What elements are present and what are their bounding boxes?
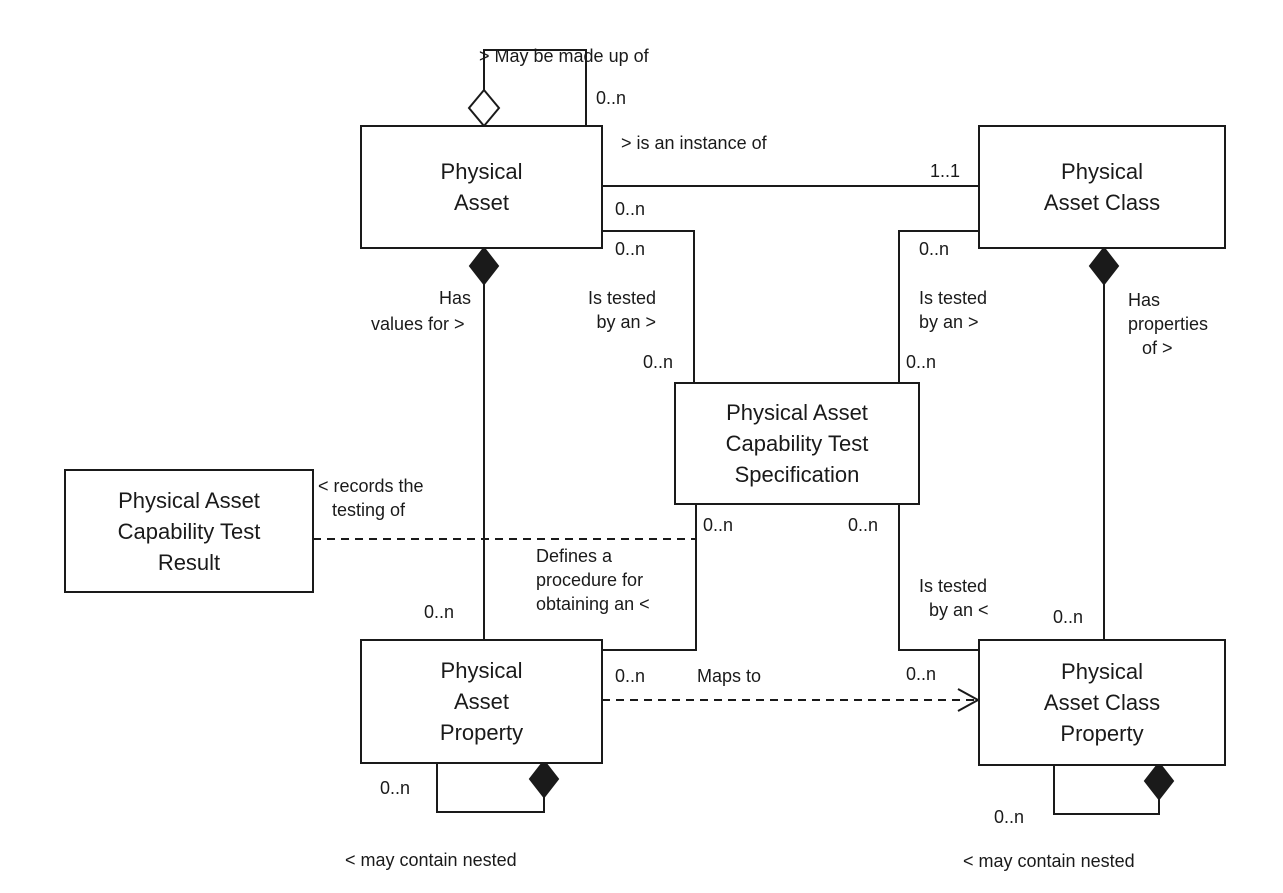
test-result-box[interactable]: Physical Asset Capability Test Result bbox=[64, 469, 314, 593]
instance-of-label: > is an instance of bbox=[621, 133, 767, 153]
class-test-upper-multiplicity: 0..n bbox=[919, 239, 950, 259]
asset-property-nested-label: < may contain nested bbox=[345, 850, 517, 870]
physical-asset-class-box[interactable]: Physical Asset Class bbox=[978, 125, 1226, 249]
has-properties-of-filled-diamond bbox=[1088, 246, 1120, 286]
asset-tested-by-label: Is tested by an > bbox=[588, 286, 656, 334]
physical-asset-property-name-line-2: Asset bbox=[453, 689, 510, 714]
asset-property-nested-multiplicity: 0..n bbox=[380, 778, 411, 798]
has-values-for-line-1: Has bbox=[438, 288, 471, 308]
asset-test-upper-multiplicity: 0..n bbox=[615, 239, 646, 259]
physical-asset-property-name-line-3: Property bbox=[439, 720, 524, 745]
asset-tested-by-connector bbox=[602, 230, 695, 383]
physical-asset-class-property-name-line-1: Physical bbox=[1061, 659, 1143, 684]
test-result-name-line-1: Physical Asset bbox=[118, 487, 260, 513]
asset-property-nested-filled-diamond bbox=[528, 759, 560, 799]
class-property-nested-multiplicity: 0..n bbox=[994, 807, 1025, 827]
class-property-tested-by-label: Is tested by an < bbox=[919, 574, 989, 622]
class-property-multiplicity: 0..n bbox=[1053, 607, 1084, 627]
asset-property-nested-connector bbox=[436, 763, 545, 813]
physical-asset-name-line-2: Asset bbox=[453, 190, 510, 215]
physical-asset-class-property-name-line-2: Asset Class bbox=[1043, 690, 1161, 715]
has-properties-of-line-3: of > bbox=[1142, 338, 1173, 358]
defines-procedure-line-1: Defines a bbox=[536, 546, 613, 566]
has-values-for-label-line-2: values for > bbox=[371, 314, 465, 334]
physical-asset-class-name-line-2: Asset Class bbox=[1043, 190, 1161, 215]
test-specification-name-line-3: Specification bbox=[734, 462, 860, 487]
asset-tested-by-line-1: Is tested bbox=[588, 288, 657, 308]
made-up-of-multiplicity: 0..n bbox=[596, 88, 627, 108]
test-result-name-line-2: Capability Test bbox=[117, 518, 261, 544]
made-up-of-connector bbox=[483, 49, 587, 126]
has-properties-of-line-2: properties bbox=[1128, 314, 1209, 334]
class-property-tested-by-connector bbox=[898, 504, 979, 651]
defines-procedure-connector bbox=[602, 504, 697, 651]
physical-asset-property-box[interactable]: Physical Asset Property bbox=[360, 639, 603, 764]
physical-asset-box[interactable]: Physical Asset bbox=[360, 125, 603, 249]
made-up-of-label: > May be made up of bbox=[479, 46, 649, 66]
test-result-name-line-3: Result bbox=[157, 549, 221, 575]
maps-to-source-multiplicity: 0..n bbox=[615, 666, 646, 686]
class-tested-by-label: Is tested by an > bbox=[919, 286, 987, 334]
class-property-test-multiplicity: 0..n bbox=[906, 664, 937, 684]
made-up-of-hollow-diamond bbox=[467, 88, 501, 128]
instance-of-class-multiplicity: 1..1 bbox=[930, 161, 961, 181]
physical-asset-name-line-1: Physical bbox=[440, 159, 523, 184]
class-tested-by-connector bbox=[898, 230, 979, 383]
defines-procedure-line-3: obtaining an < bbox=[536, 594, 650, 614]
maps-to-label: Maps to bbox=[697, 666, 762, 686]
has-values-for-label: Has bbox=[407, 286, 471, 310]
class-property-tested-by-line-2: by an < bbox=[929, 600, 989, 620]
physical-asset-property-name-line-1: Physical bbox=[440, 658, 523, 683]
class-test-lower-multiplicity: 0..n bbox=[906, 352, 937, 372]
class-tested-by-line-1: Is tested bbox=[919, 288, 988, 308]
spec-right-bottom-multiplicity: 0..n bbox=[848, 515, 879, 535]
has-values-for-filled-diamond bbox=[468, 246, 500, 286]
has-properties-of-label: Has properties of > bbox=[1128, 288, 1208, 360]
records-testing-of-line-2: testing of bbox=[332, 500, 406, 520]
asset-test-lower-multiplicity: 0..n bbox=[643, 352, 674, 372]
defines-procedure-label: Defines a procedure for obtaining an < bbox=[536, 544, 650, 616]
class-property-nested-filled-diamond bbox=[1143, 761, 1175, 801]
class-property-tested-by-line-1: Is tested bbox=[919, 576, 988, 596]
test-specification-name-line-1: Physical Asset bbox=[726, 400, 868, 425]
test-specification-name-line-2: Capability Test bbox=[725, 431, 869, 456]
asset-property-multiplicity: 0..n bbox=[424, 602, 455, 622]
spec-left-bottom-multiplicity: 0..n bbox=[703, 515, 734, 535]
records-testing-of-label: < records the testing of bbox=[318, 474, 424, 522]
class-tested-by-line-2: by an > bbox=[919, 312, 979, 332]
instance-of-asset-multiplicity: 0..n bbox=[615, 199, 646, 219]
physical-asset-class-property-name-line-3: Property bbox=[1060, 721, 1144, 746]
class-property-nested-connector bbox=[1053, 765, 1160, 815]
test-specification-box[interactable]: Physical Asset Capability Test Specifica… bbox=[674, 382, 920, 505]
records-testing-of-line-1: < records the bbox=[318, 476, 424, 496]
asset-tested-by-line-2: by an > bbox=[596, 312, 657, 332]
physical-asset-class-property-box[interactable]: Physical Asset Class Property bbox=[978, 639, 1226, 766]
has-properties-of-line-1: Has bbox=[1128, 290, 1161, 310]
physical-asset-class-name-line-1: Physical bbox=[1061, 159, 1143, 184]
class-property-nested-label: < may contain nested bbox=[963, 851, 1135, 871]
defines-procedure-line-2: procedure for bbox=[536, 570, 644, 590]
